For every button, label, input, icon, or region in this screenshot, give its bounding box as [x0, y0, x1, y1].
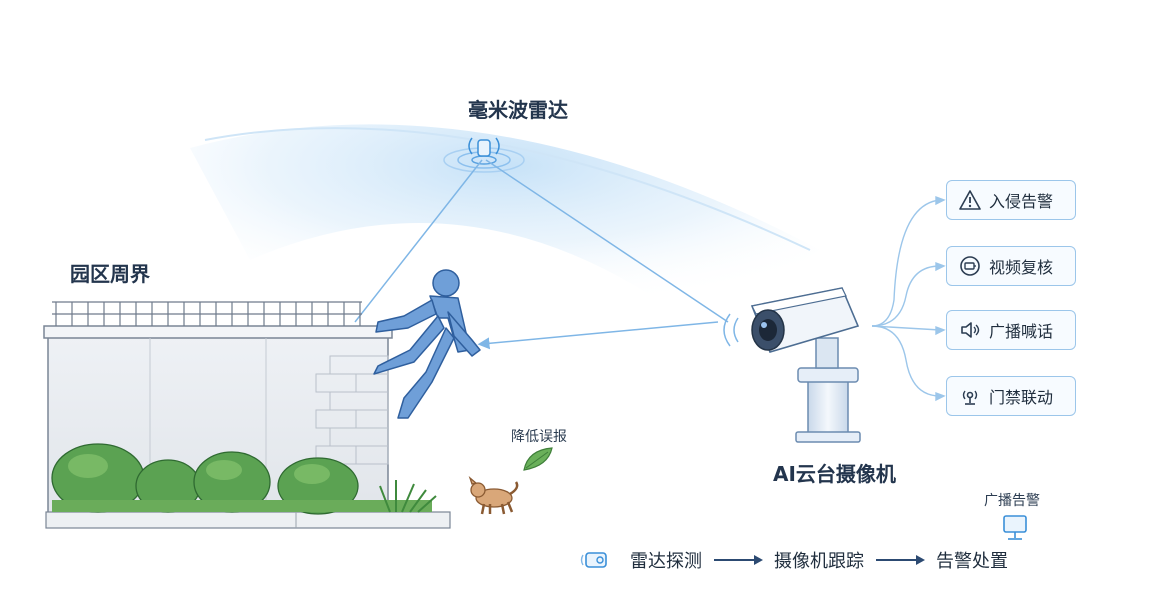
false-alarm-label: 降低误报 — [511, 429, 567, 445]
action-card-intrusion-alert[interactable]: 入侵告警 — [946, 180, 1076, 220]
warning-triangle-icon — [959, 190, 981, 210]
bushes — [51, 443, 437, 515]
camera-title: AI云台摄像机 — [773, 462, 896, 486]
monitor-icon — [1003, 515, 1027, 540]
action-label: 视频复核 — [989, 258, 1054, 277]
flow-arrow-icon — [876, 555, 925, 565]
process-flow: 雷达探测 摄像机跟踪 告警处置 — [580, 544, 1008, 576]
dog-icon — [468, 476, 519, 515]
action-card-video-review[interactable]: 视频复核 — [946, 246, 1076, 286]
flow-step-radar-detection: 雷达探测 — [630, 551, 702, 572]
radar-title: 毫米波雷达 — [468, 98, 568, 122]
perimeter-title: 园区周界 — [70, 262, 150, 286]
broadcast-alert-label: 广播告警 — [984, 493, 1040, 509]
action-card-access-control[interactable]: 门禁联动 — [946, 376, 1076, 416]
leaf-icon — [523, 447, 553, 471]
flow-arrow-icon — [714, 555, 763, 565]
video-review-icon — [960, 256, 980, 276]
flow-step-alarm-handling: 告警处置 — [936, 551, 1008, 572]
camera-device-icon — [723, 287, 861, 443]
radar-sensor-icon — [580, 552, 607, 568]
speaker-icon — [961, 322, 980, 338]
access-control-icon — [962, 390, 978, 405]
action-label: 入侵告警 — [989, 192, 1054, 211]
action-connectors — [871, 195, 946, 402]
action-card-broadcast[interactable]: 广播喊话 — [946, 310, 1076, 350]
flow-step-camera-tracking: 摄像机跟踪 — [774, 551, 864, 572]
intruder-figure — [373, 269, 481, 419]
action-label: 广播喊话 — [989, 322, 1054, 341]
action-label: 门禁联动 — [989, 388, 1054, 407]
detection-lines — [354, 159, 729, 350]
